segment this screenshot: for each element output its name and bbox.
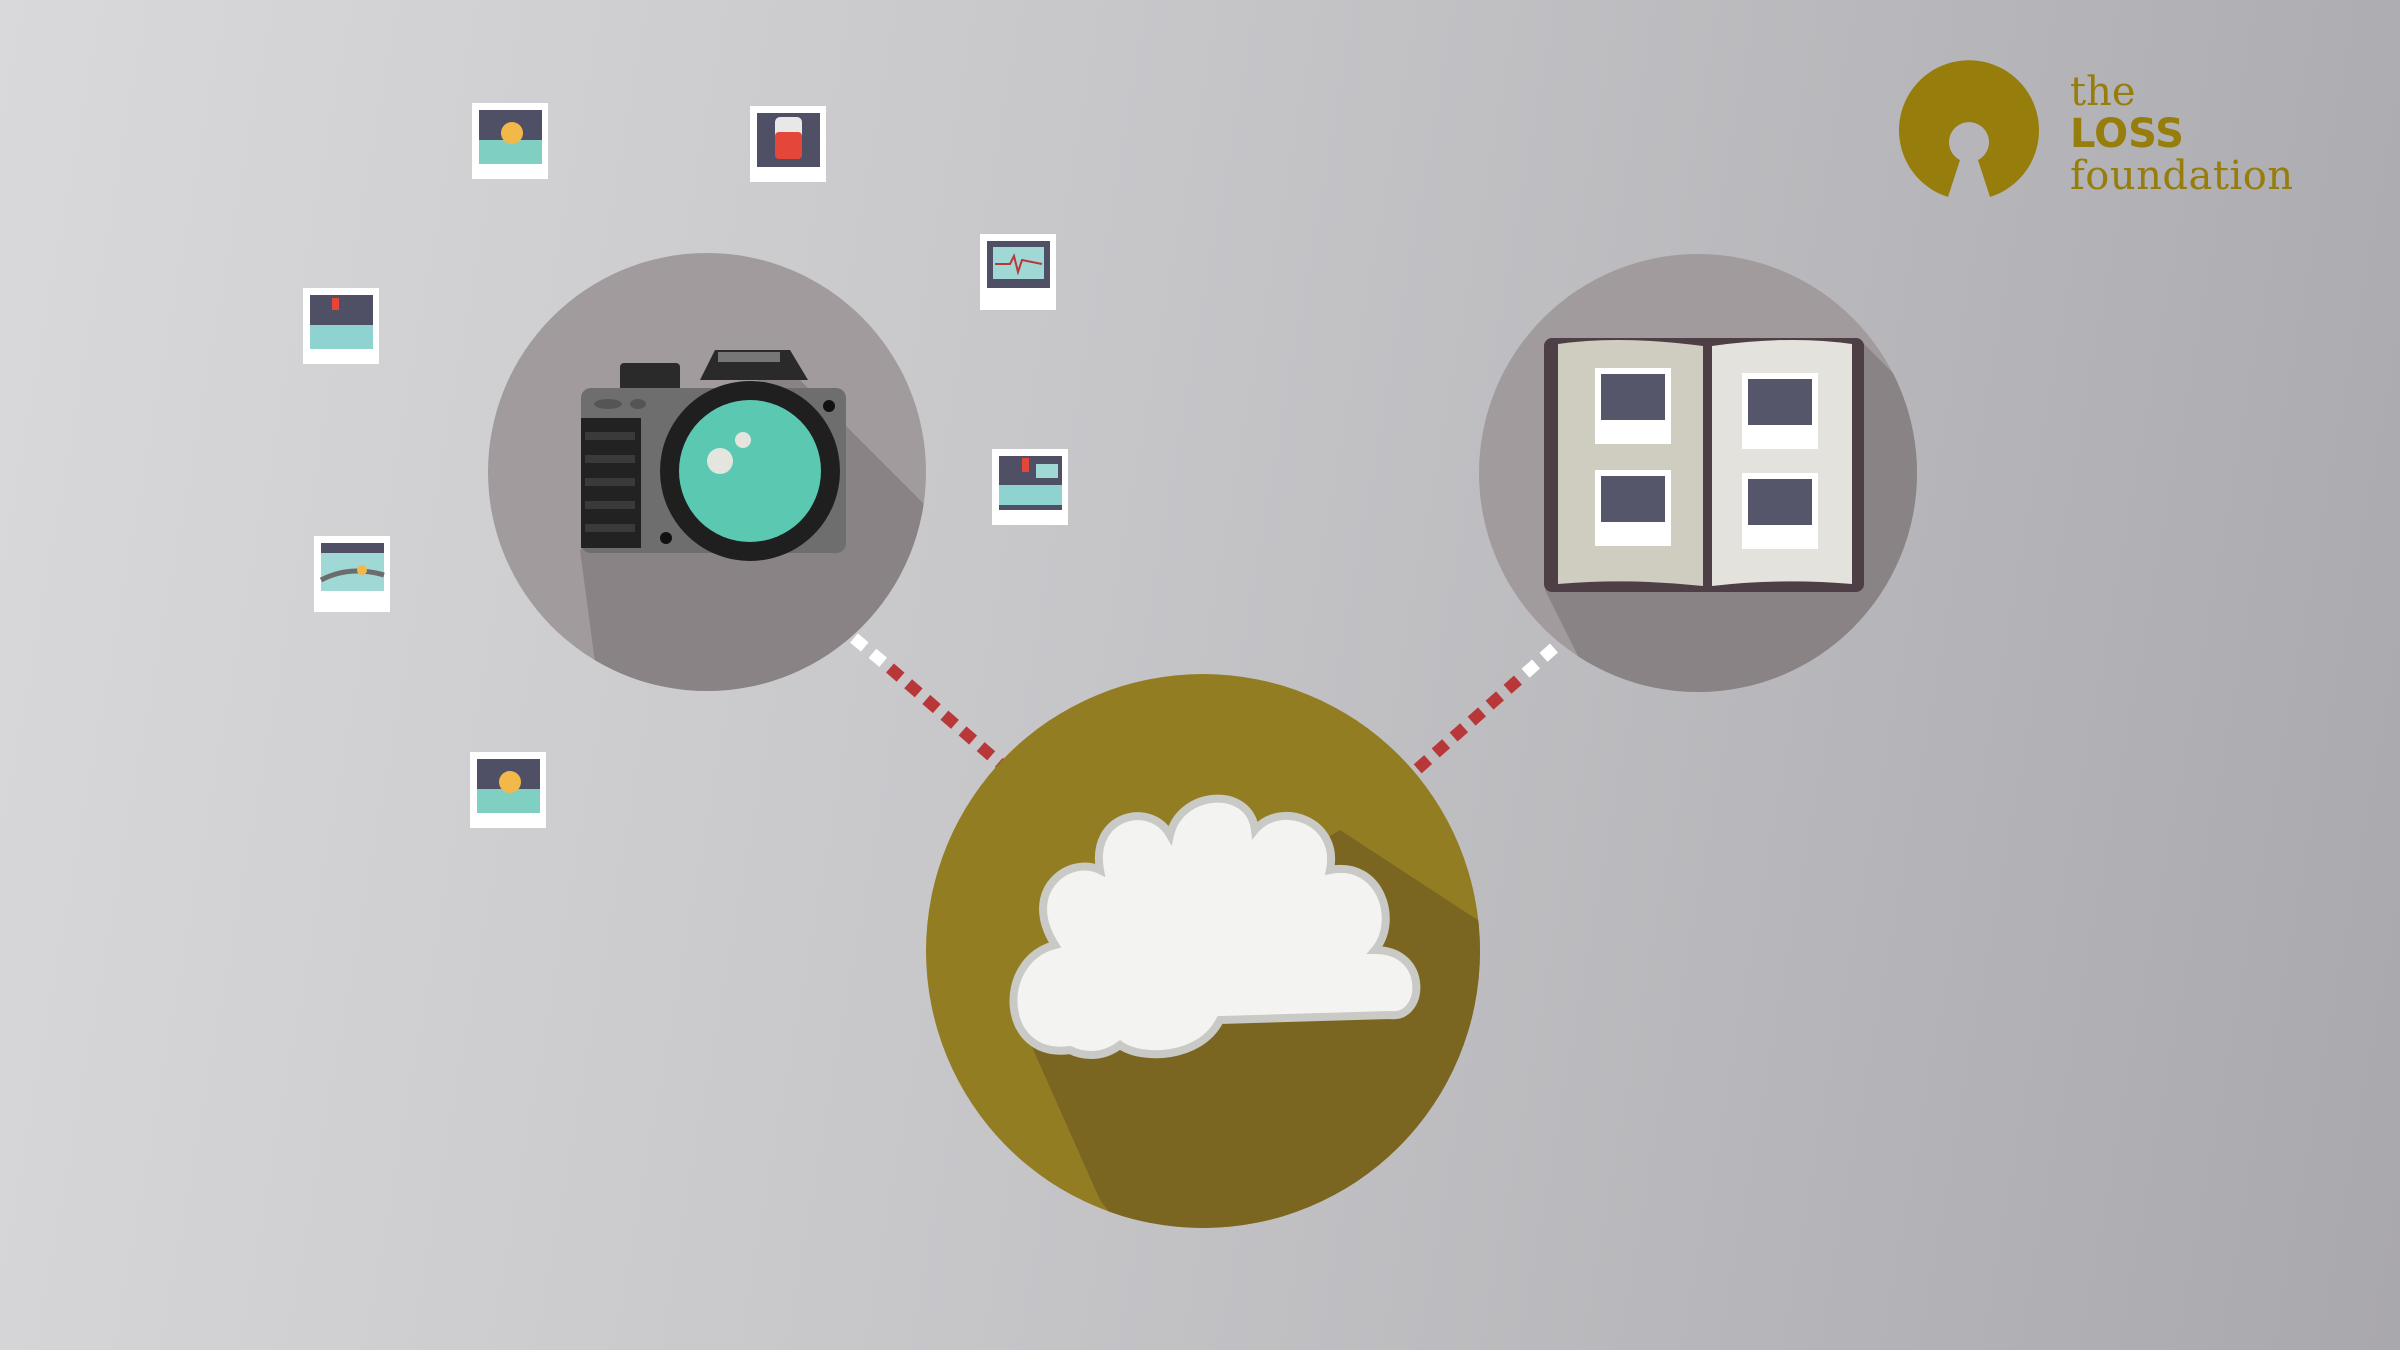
logo-wordmark: the LOSS foundation [2070,72,2294,196]
polaroid-photo-icon [314,536,390,612]
album-photo [1595,470,1671,546]
logo-text-foundation: foundation [2070,153,2294,199]
polaroid-photo-icon [750,106,826,182]
polaroid-photo-icon [472,103,548,179]
connector-album-cloud [1409,643,1558,778]
cloud-icon [1009,794,1421,1059]
loss-foundation-logo-mark [1898,60,2039,198]
camera-icon [581,350,846,561]
connector-camera-cloud [850,633,1007,771]
album-photo [1742,373,1818,449]
logo-text-loss: LOSS [2070,111,2184,157]
album-photo [1595,368,1671,444]
polaroid-photo-icon [992,449,1068,525]
camera-circle [488,253,926,691]
cloud-circle [926,674,1480,1228]
album-circle [1479,254,1917,692]
album-photo [1742,473,1818,549]
polaroid-photo-icon [470,752,546,828]
polaroid-photo-icon [303,288,379,364]
polaroid-photo-icon [980,234,1056,310]
logo-text-the: the [2070,69,2136,115]
photo-album-icon [1544,338,1864,592]
